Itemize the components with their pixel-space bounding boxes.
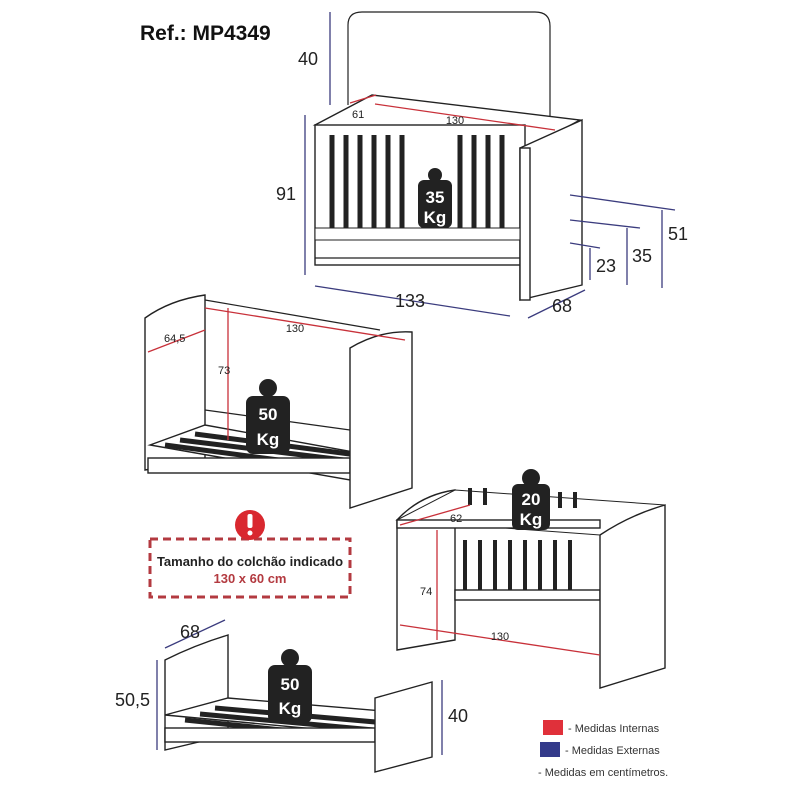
legend-external-swatch <box>540 742 560 757</box>
svg-text:61: 61 <box>352 109 364 121</box>
svg-text:130: 130 <box>491 631 509 643</box>
svg-text:68: 68 <box>552 296 572 316</box>
svg-text:130: 130 <box>286 323 304 335</box>
svg-text:Kg: Kg <box>520 510 543 529</box>
svg-text:130 x 60 cm: 130 x 60 cm <box>213 571 286 586</box>
svg-text:- Medidas Externas: - Medidas Externas <box>565 745 660 757</box>
toddler-bed-drawing: 50 Kg <box>144 294 413 509</box>
weight-icon <box>281 649 299 667</box>
svg-text:73: 73 <box>218 365 230 377</box>
weight-icon <box>428 168 442 182</box>
svg-text:68: 68 <box>180 622 200 642</box>
weight-icon <box>259 379 277 397</box>
svg-text:50: 50 <box>281 675 300 694</box>
svg-text:35: 35 <box>632 246 652 266</box>
svg-text:20: 20 <box>522 490 541 509</box>
crib-drawing: 35 Kg <box>312 11 583 301</box>
svg-text:133: 133 <box>395 291 425 311</box>
svg-text:Kg: Kg <box>424 208 447 227</box>
svg-text:91: 91 <box>276 184 296 204</box>
svg-text:Tamanho do colchão indicado: Tamanho do colchão indicado <box>157 554 343 569</box>
svg-text:35: 35 <box>426 188 445 207</box>
svg-text:Kg: Kg <box>257 430 280 449</box>
svg-text:50: 50 <box>259 405 278 424</box>
svg-text:- Medidas em centímetros.: - Medidas em centímetros. <box>538 767 668 779</box>
junior-bed-drawing: 50 Kg <box>164 634 433 773</box>
legend: - Medidas Internas - Medidas Externas - … <box>538 720 668 779</box>
weight-icon <box>522 469 540 487</box>
svg-text:74: 74 <box>420 586 432 598</box>
crib-low-drawing: 20 Kg <box>395 469 666 689</box>
svg-text:Kg: Kg <box>279 699 302 718</box>
legend-internal-swatch <box>543 720 563 735</box>
reference-title: Ref.: MP4349 <box>140 22 271 45</box>
svg-text:130: 130 <box>446 115 464 127</box>
svg-text:40: 40 <box>448 706 468 726</box>
svg-text:50,5: 50,5 <box>115 690 150 710</box>
svg-text:62: 62 <box>450 513 462 525</box>
canopy-arch <box>347 11 551 120</box>
mattress-notice: Tamanho do colchão indicado 130 x 60 cm <box>148 510 352 599</box>
svg-text:64,5: 64,5 <box>164 333 185 345</box>
svg-text:51: 51 <box>668 224 688 244</box>
svg-text:- Medidas Internas: - Medidas Internas <box>568 723 660 735</box>
svg-text:40: 40 <box>298 49 318 69</box>
svg-text:23: 23 <box>596 256 616 276</box>
